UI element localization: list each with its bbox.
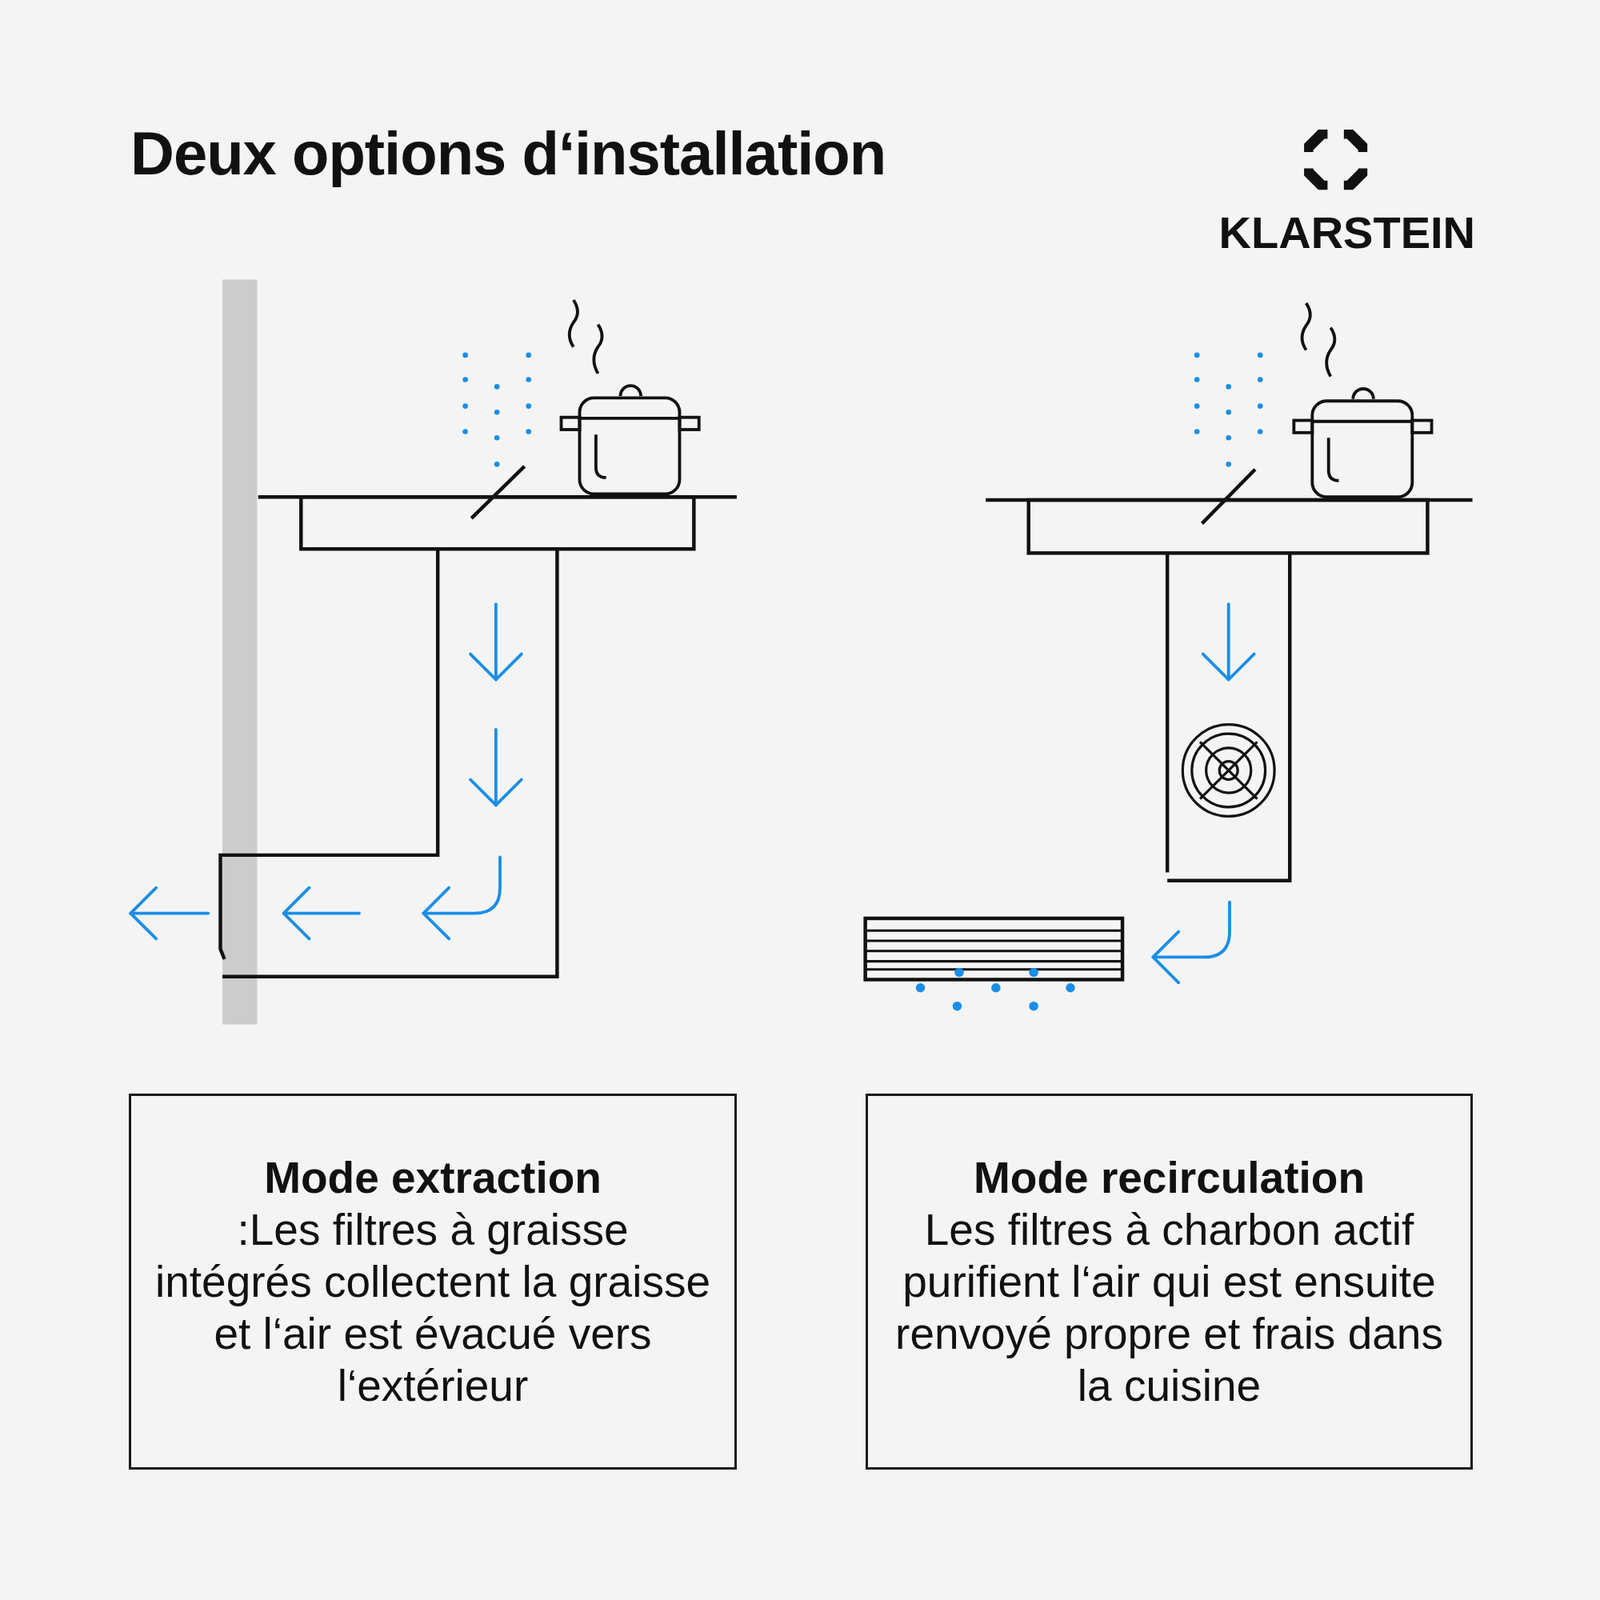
brand-wordmark: KLARSTEIN [1219,206,1476,259]
box-body: :Les filtres à graisse intégrés collecte… [155,1204,711,1412]
title: Deux options d‘installation [130,118,886,188]
airflow-arrows [1152,604,1254,983]
airflow-arrows [130,604,522,939]
grille [865,918,1123,980]
box-body: Les filtres à charbon actif purifient l‘… [892,1204,1447,1412]
box-heading: Mode recirculation [973,1152,1365,1204]
wall [222,279,257,1024]
fan-symbol [1182,724,1275,817]
clean-air-dots [916,968,1076,1012]
description-box: Mode recirculationLes filtres à charbon … [865,1093,1473,1470]
recirculation-duct [985,469,1472,881]
extraction-duct [220,466,737,977]
box-heading: Mode extraction [264,1152,602,1204]
logo-icon [1297,124,1373,196]
description-box: Mode extraction:Les filtres à graisse in… [128,1093,737,1470]
